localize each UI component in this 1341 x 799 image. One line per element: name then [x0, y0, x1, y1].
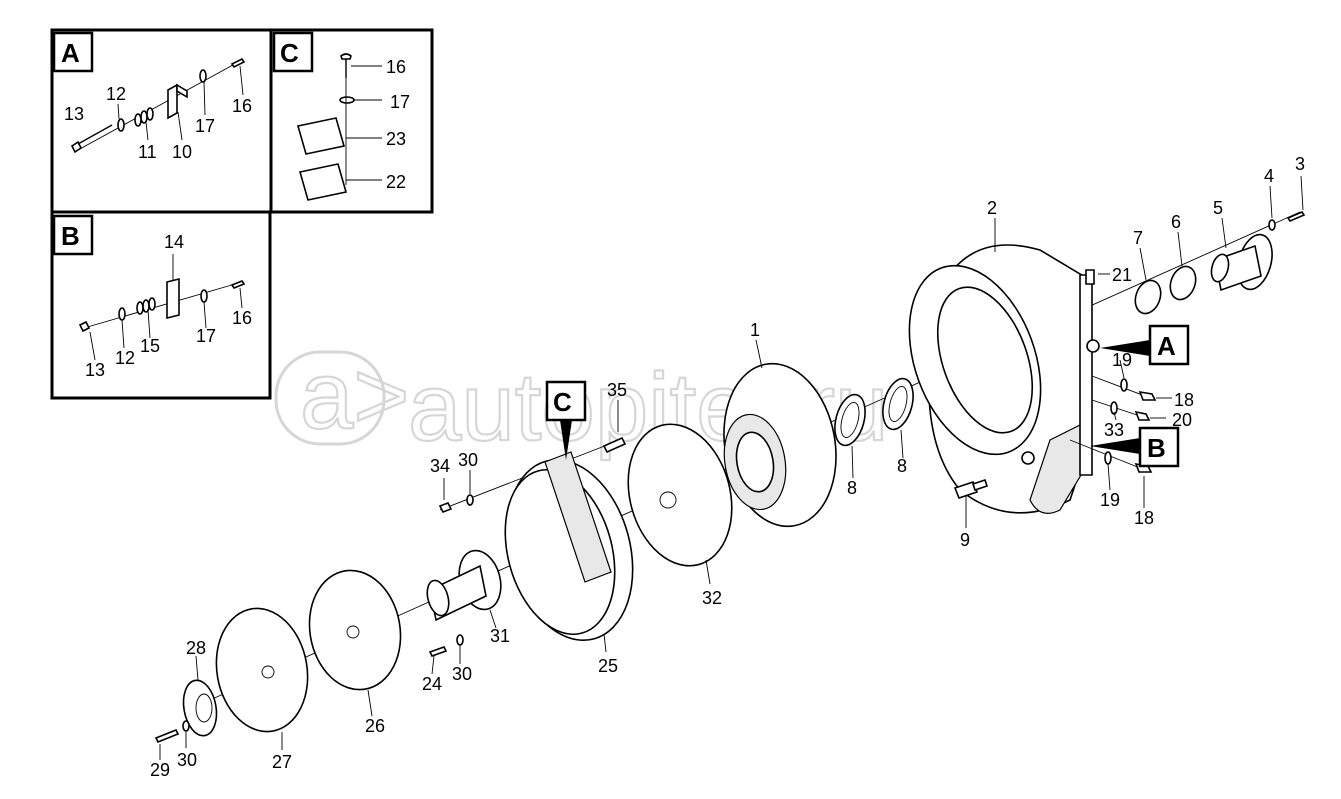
callout-C-main: C [545, 380, 587, 460]
label-22-C: 22 [386, 172, 406, 192]
svg-text:a>: a> [300, 342, 409, 449]
label-24: 24 [422, 674, 442, 694]
housing-2 [908, 244, 1100, 514]
ring-housing-25 [504, 451, 634, 653]
label-28: 28 [186, 638, 206, 658]
label-16-C: 16 [386, 57, 406, 77]
disc-27 [215, 607, 309, 750]
label-19a: 19 [1112, 350, 1132, 370]
flange-5 [1210, 233, 1273, 292]
callout-B: B [1090, 426, 1180, 468]
label-2: 2 [987, 198, 997, 218]
label-17-A: 17 [195, 116, 215, 136]
bolt-34 [438, 501, 453, 514]
label-6: 6 [1171, 212, 1181, 232]
label-7: 7 [1133, 228, 1143, 248]
inset-tag-C [272, 31, 314, 73]
label-18b: 18 [1134, 508, 1154, 528]
plate-28 [182, 655, 218, 737]
washer-30a [466, 494, 474, 506]
label-29: 29 [150, 760, 170, 780]
inset-tag-B [52, 214, 94, 256]
label-21: 21 [1112, 265, 1132, 285]
label-26: 26 [365, 716, 385, 736]
label-4: 4 [1264, 166, 1274, 186]
inset-tag-B-text: B [61, 221, 80, 251]
label-20: 20 [1172, 410, 1192, 430]
leaders-top-right [994, 175, 1304, 281]
label-27: 27 [272, 752, 292, 772]
inset-panel-A: A 13 12 11 10 17 16 [50, 28, 434, 214]
label-33: 33 [1104, 420, 1124, 440]
label-30b: 30 [452, 664, 472, 684]
label-12-B: 12 [115, 348, 135, 368]
label-18a: 18 [1174, 390, 1194, 410]
label-30a: 30 [458, 450, 478, 470]
label-34: 34 [430, 456, 450, 476]
label-19b: 19 [1100, 490, 1120, 510]
label-31: 31 [490, 626, 510, 646]
inset-tag-A [52, 31, 94, 73]
label-15-B: 15 [140, 336, 160, 356]
bolt-3 [1286, 211, 1306, 222]
label-23-C: 23 [386, 129, 406, 149]
label-30c: 30 [177, 750, 197, 770]
washer-30c [182, 720, 190, 732]
label-16-B: 16 [232, 308, 252, 328]
label-8a: 8 [847, 478, 857, 498]
bolt-35 [602, 436, 627, 454]
inset-tag-A-text: A [61, 38, 80, 68]
label-16-A: 16 [232, 96, 252, 116]
hub-31 [426, 549, 502, 675]
callout-A: A [1100, 324, 1190, 366]
disc-26 [308, 569, 402, 717]
label-17-B: 17 [196, 326, 216, 346]
label-9: 9 [960, 530, 970, 550]
o-ring-6 [1169, 265, 1197, 301]
svg-text:C: C [553, 387, 572, 417]
torque-converter-1 [723, 339, 837, 528]
flex-plate-32 [627, 423, 733, 585]
bolt-29 [154, 728, 180, 744]
inset-A-leaders [117, 65, 244, 141]
label-11-A: 11 [138, 142, 157, 162]
inset-tag-C-text: C [280, 38, 299, 68]
label-12-A: 12 [106, 84, 126, 104]
label-10-A: 10 [172, 142, 192, 162]
label-13-B: 13 [85, 360, 105, 380]
label-8b: 8 [897, 456, 907, 476]
main-labels: 1 2 3 4 5 6 7 8 8 9 18 18 19 19 20 21 24… [150, 154, 1305, 780]
svg-text:A: A [1157, 331, 1176, 361]
label-32: 32 [702, 588, 722, 608]
seal-8a [834, 393, 866, 447]
label-3: 3 [1295, 154, 1305, 174]
plug-9 [953, 478, 989, 528]
fittings-right [1069, 359, 1172, 508]
label-1: 1 [750, 320, 760, 340]
label-17-C: 17 [390, 92, 410, 112]
svg-text:B: B [1147, 433, 1166, 463]
label-14-B: 14 [164, 232, 184, 252]
label-5: 5 [1213, 198, 1223, 218]
seal-8b [882, 377, 914, 431]
label-25: 25 [598, 656, 618, 676]
o-ring-7 [1134, 279, 1162, 315]
label-13-A: 13 [64, 104, 84, 124]
inset-panel-C: C 16 17 23 22 [272, 31, 410, 201]
label-35: 35 [607, 380, 627, 400]
inset-A-hardware [70, 57, 246, 154]
inset-panel-B: B 14 13 12 15 17 16 [50, 210, 272, 400]
fitting-21 [1085, 269, 1095, 285]
washer-4 [1268, 219, 1276, 231]
